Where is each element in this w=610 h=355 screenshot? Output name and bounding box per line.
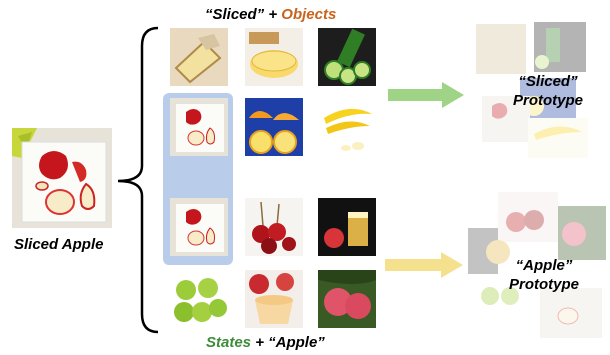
top-heading-objects: Objects (281, 6, 337, 23)
source-caption: Sliced Apple (14, 236, 104, 253)
sliced-prototype-label: “Sliced” Prototype (500, 72, 596, 110)
sliced-prototype-line2: Prototype (512, 92, 583, 109)
sliced-prototype-line1: “Sliced” (518, 73, 578, 90)
apple-sauce-image (245, 270, 303, 328)
red-apples-image (318, 270, 376, 328)
apple-prototype-label: “Apple” Prototype (494, 256, 594, 294)
grouping-brace (117, 26, 159, 334)
apple-prototype-line2: Prototype (508, 276, 579, 293)
arrow-to-apple-prototype (385, 252, 463, 278)
sliced-apple-state-image-2 (170, 198, 228, 256)
sliced-prototype-collage (468, 22, 608, 162)
sliced-banana-image (318, 98, 376, 156)
top-heading-sliced: “Sliced” (205, 6, 265, 23)
arrow-to-sliced-prototype (388, 82, 464, 108)
top-heading: “Sliced” + Objects (205, 6, 336, 23)
bottom-heading-apple: “Apple” (268, 334, 325, 351)
sliced-orange-image (245, 98, 303, 156)
green-apples-image (170, 270, 228, 328)
apple-prototype-line1: “Apple” (515, 257, 573, 274)
apple-juice-image (318, 198, 376, 256)
apple-prototype-collage (468, 192, 608, 342)
sliced-bread-image (170, 28, 228, 86)
top-heading-plus: + (268, 6, 278, 23)
bottom-heading-states: States (206, 334, 252, 351)
sliced-apple-state-image-1 (170, 98, 228, 156)
bottom-heading: States + “Apple” (206, 334, 325, 351)
source-image-sliced-apple (12, 128, 112, 228)
sliced-cheese-image (245, 28, 303, 86)
bottom-heading-plus: + (255, 334, 264, 351)
candy-apple-image (245, 198, 303, 256)
sliced-cucumber-image (318, 28, 376, 86)
